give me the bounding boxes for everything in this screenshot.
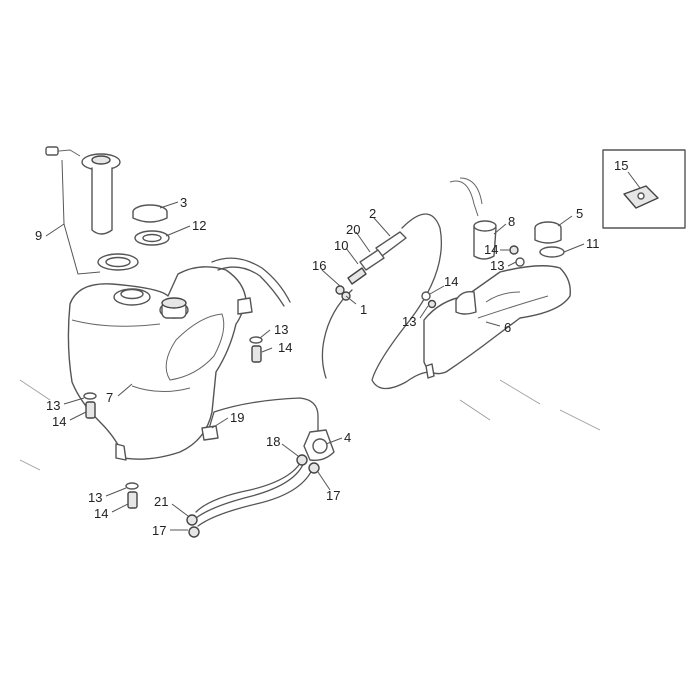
inset-spring-nut: [602, 149, 686, 229]
callout-19: 19: [230, 410, 244, 425]
callout-5: 5: [576, 206, 583, 221]
vent-hose: [211, 257, 291, 303]
mounting-screws-left: [83, 336, 263, 509]
callout-9: 9: [35, 228, 42, 243]
callout-3: 3: [180, 195, 187, 210]
callout-7: 7: [106, 390, 113, 405]
callout-4: 4: [344, 430, 351, 445]
callout-15: 15: [614, 158, 628, 173]
callout-17-tap: 17: [326, 488, 340, 503]
callout-13-tank-right: 13: [274, 322, 288, 337]
callout-14-tank-left: 14: [52, 414, 66, 429]
callout-12: 12: [192, 218, 206, 233]
callout-2: 2: [369, 206, 376, 221]
callout-21: 21: [154, 494, 168, 509]
fuel-tank: [67, 266, 253, 461]
oil-tank: [423, 177, 571, 379]
callout-13-oil-left: 13: [402, 314, 416, 329]
fuel-gauge-sender: [45, 146, 139, 271]
callout-1: 1: [360, 302, 367, 317]
callout-14-oil-left: 14: [444, 274, 458, 289]
callout-14-tank-bottom: 14: [94, 506, 108, 521]
callout-13-tank-left: 13: [46, 398, 60, 413]
callout-20: 20: [346, 222, 360, 237]
callout-14-oil-top: 14: [484, 242, 498, 257]
callout-18: 18: [266, 434, 280, 449]
callout-16: 16: [312, 258, 326, 273]
filler-cap-and-gasket: [132, 204, 170, 246]
background-marks: [19, 379, 601, 471]
callout-17-hose: 17: [152, 523, 166, 538]
callout-14-tank-right: 14: [278, 340, 292, 355]
callout-11: 11: [586, 236, 600, 251]
callout-6: 6: [504, 320, 511, 335]
leader-lines: [45, 159, 641, 531]
callout-13-oil-top: 13: [490, 258, 504, 273]
fuel-tap-assembly: [186, 397, 335, 538]
callout-13-tank-bottom: 13: [88, 490, 102, 505]
callout-8: 8: [508, 214, 515, 229]
callout-labels: 9 3 12 7 13 14 13 14 13 14 19 4 18 17 21…: [35, 158, 628, 538]
callout-10: 10: [334, 238, 348, 253]
